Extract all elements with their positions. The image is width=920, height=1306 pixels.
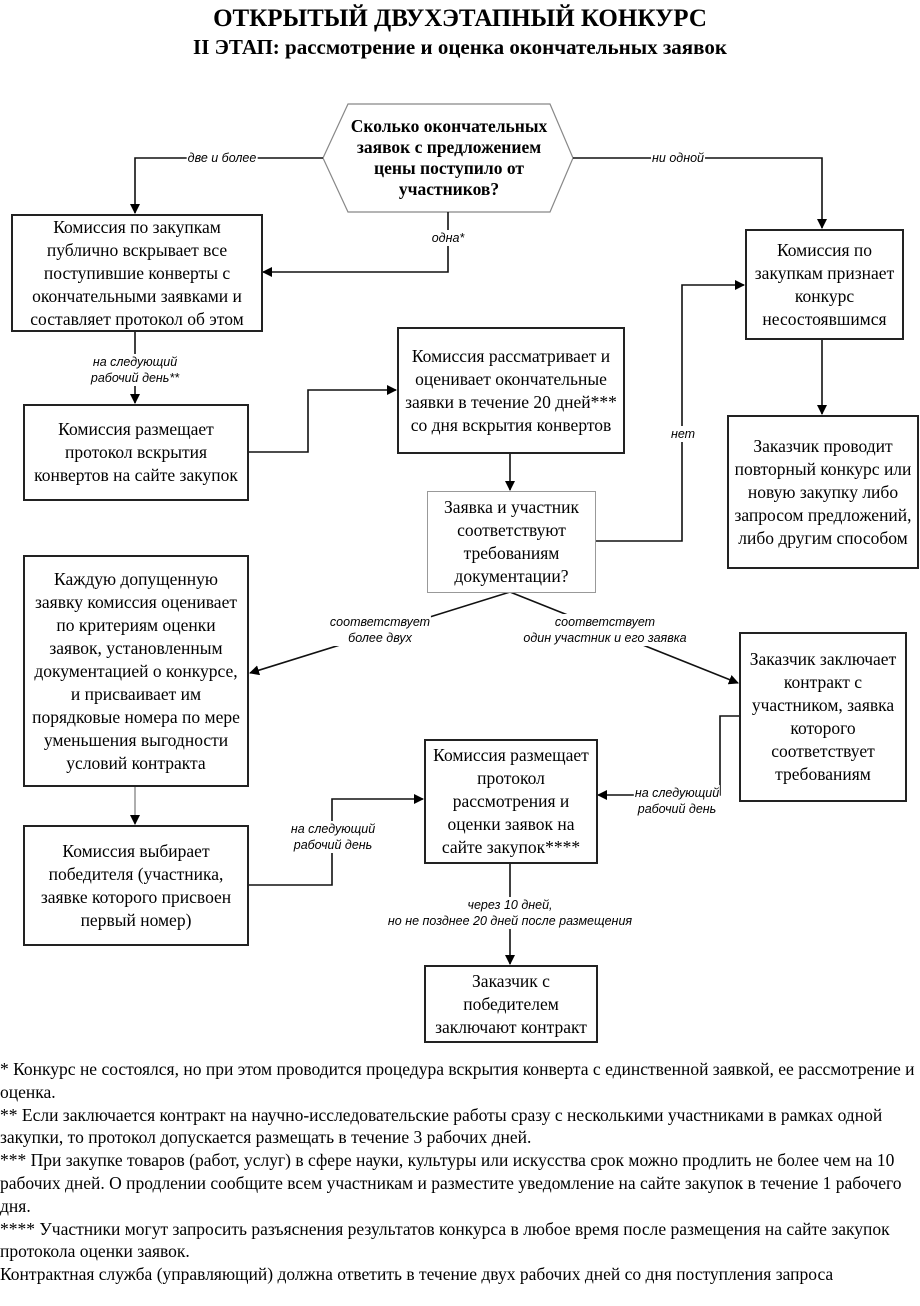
node-review-20-days: Комиссия рассматривает и оценивает оконч… <box>397 327 625 454</box>
label-line: рабочий день <box>293 838 373 852</box>
label-line: через 10 дней, <box>467 898 553 912</box>
edge-one <box>262 212 449 277</box>
label-no: нет <box>669 426 697 442</box>
node-single-contract: Заказчик заключает контракт с участником… <box>739 632 907 802</box>
decision-count-text: Сколько окончательных заявок с предложен… <box>350 116 548 199</box>
label-more-than-two: соответствует более двух <box>328 614 432 646</box>
edge-no <box>595 280 745 542</box>
footnote: * Конкурс не состоялся, но при этом пров… <box>0 1059 915 1102</box>
edge-two-or-more <box>130 157 323 214</box>
label-line: на следующий <box>290 822 376 836</box>
node-evaluate-rank: Каждую допущенную заявку комиссия оценив… <box>23 555 249 787</box>
edge-single-to-protocol <box>597 715 739 800</box>
label-line: соответствует <box>554 615 656 629</box>
node-decision-compliance: Заявка и участник соответствуют требован… <box>427 491 596 593</box>
label-line: рабочий день** <box>90 371 180 385</box>
label-line: один участник и его заявка <box>523 631 687 645</box>
label-line: рабочий день <box>637 802 717 816</box>
footnote: Контрактная служба (управляющий) должна … <box>0 1264 834 1285</box>
label-line: но не позднее 20 дней после размещения <box>387 914 633 928</box>
node-open-envelopes: Комиссия по закупкам публично вскрывает … <box>11 214 263 332</box>
node-choose-winner: Комиссия выбирает победителя (участника,… <box>23 825 249 946</box>
node-publish-protocol: Комиссия размещает протокол рассмотрения… <box>424 739 598 864</box>
label-line: на следующий <box>92 355 178 369</box>
node-publish-opening: Комиссия размещает протокол вскрытия кон… <box>23 404 249 501</box>
node-sign-contract: Заказчик с победителем заключают контрак… <box>424 965 598 1043</box>
edge-publish-to-review <box>248 385 397 453</box>
label-after-10-days: через 10 дней, но не позднее 20 дней посл… <box>386 897 634 929</box>
footnote: ** Если заключается контракт на научно-и… <box>0 1104 883 1148</box>
label-next-day-2: на следующий рабочий день <box>633 785 721 817</box>
edge-none <box>573 157 827 229</box>
label-one-participant: соответствует один участник и его заявка <box>522 614 688 646</box>
label-none: ни одной <box>651 150 705 166</box>
label-line: более двух <box>348 631 412 645</box>
label-line: соответствует <box>329 615 431 629</box>
label-one: одна* <box>430 230 466 246</box>
footnote: *** При закупке товаров (работ, услуг) в… <box>0 1150 902 1216</box>
label-two-or-more: две и более <box>186 150 258 166</box>
label-line: на следующий <box>634 786 720 800</box>
footnotes: * Конкурс не состоялся, но при этом пров… <box>0 1058 915 1286</box>
footnote: **** Участники могут запросить разъяснен… <box>0 1218 890 1262</box>
diagram-title: ОТКРЫТЫЙ ДВУХЭТАПНЫЙ КОНКУРС <box>213 5 707 32</box>
label-next-day-3: на следующий рабочий день <box>289 821 377 853</box>
label-next-day-1: на следующий рабочий день** <box>89 354 181 386</box>
node-contest-failed: Комиссия по закупкам признает конкурс не… <box>745 229 904 340</box>
diagram-subtitle: II ЭТАП: рассмотрение и оценка окончател… <box>193 35 727 59</box>
node-repeat-procurement: Заказчик проводит повторный конкурс или … <box>727 415 919 569</box>
